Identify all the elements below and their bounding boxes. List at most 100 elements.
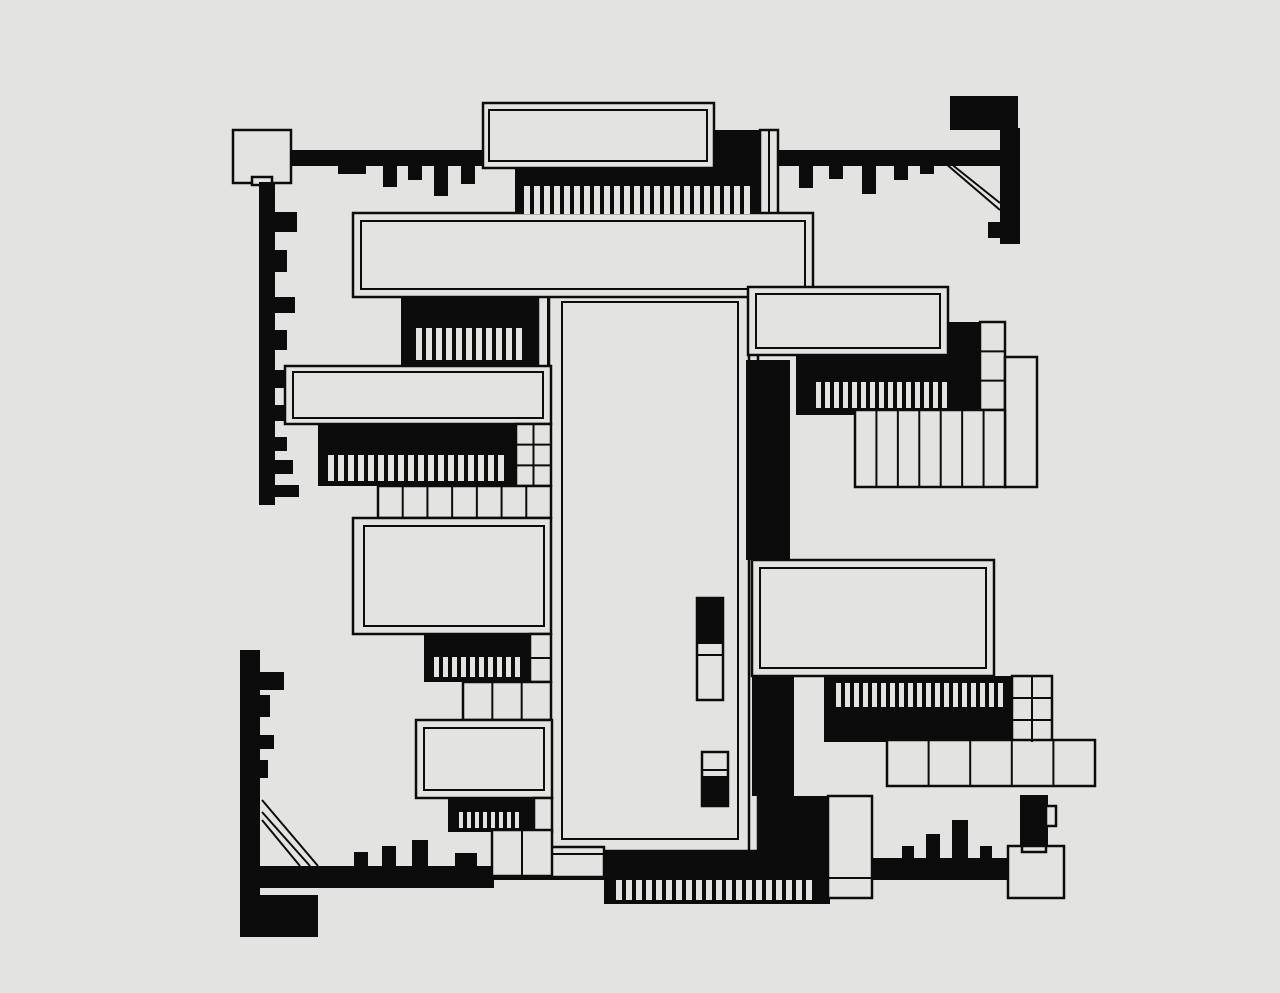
hatch-bar	[716, 880, 722, 900]
hatch-bar	[486, 328, 492, 360]
hatch-bar	[694, 186, 700, 214]
hatch-bar	[825, 382, 830, 408]
hatch-bar	[624, 186, 630, 214]
hatch-bar	[676, 880, 682, 900]
hatch-bar	[456, 328, 462, 360]
bottom-right-base	[872, 795, 1066, 900]
hatch-bar	[942, 382, 947, 408]
hatch-bar	[816, 382, 821, 408]
hatch-bar	[328, 455, 334, 481]
hatch-bar	[776, 880, 782, 900]
hatch-bar	[496, 328, 502, 360]
hatch-bar	[458, 455, 464, 481]
hatch-bar	[989, 683, 994, 707]
hatch-bar	[879, 382, 884, 408]
hatch-bar	[861, 382, 866, 408]
hatch-bar	[594, 186, 600, 214]
hatch-bar	[870, 382, 875, 408]
left-vertical-bar-lower	[240, 650, 319, 937]
hatch-bar	[467, 812, 471, 828]
hatch-bar	[906, 382, 911, 408]
hatch-bar	[446, 328, 452, 360]
hatch-bar	[686, 880, 692, 900]
hatch-bar	[766, 880, 772, 900]
hatch-bar	[971, 683, 976, 707]
hatch-bar	[475, 812, 479, 828]
hatch-bar	[843, 382, 848, 408]
hatch-bar	[448, 455, 454, 481]
hatch-bar	[416, 328, 422, 360]
hatch-bar	[908, 683, 913, 707]
hatch-bar	[388, 455, 394, 481]
hatch-bar	[644, 186, 650, 214]
top-left-bracket	[231, 128, 483, 196]
hatch-bar	[626, 880, 632, 900]
hatch-bar	[488, 455, 494, 481]
hatch-bar	[899, 683, 904, 707]
hatch-bar	[506, 657, 511, 677]
hatch-bar	[734, 186, 740, 214]
hatch-bar	[378, 455, 384, 481]
hatch-bar	[348, 455, 354, 481]
hatch-bar	[408, 455, 414, 481]
hatch-bar	[524, 186, 530, 214]
hatch-bar	[358, 455, 364, 481]
hatch-bar	[796, 880, 802, 900]
hatch-bar	[368, 455, 374, 481]
hatch-bar	[564, 186, 570, 214]
hatch-bar	[499, 812, 503, 828]
hatch-bar	[544, 186, 550, 214]
hatch-bar	[636, 880, 642, 900]
hatch-bar	[890, 683, 895, 707]
hatch-bar	[736, 880, 742, 900]
hatch-bar	[438, 455, 444, 481]
hatch-bar	[614, 186, 620, 214]
hatch-bar	[452, 657, 457, 677]
hatch-bar	[664, 186, 670, 214]
hatch-bar	[604, 186, 610, 214]
hatch-bar	[786, 880, 792, 900]
hatch-bar	[674, 186, 680, 214]
hatch-bar	[656, 880, 662, 900]
hatch-bar	[998, 683, 1003, 707]
hatch-bar	[935, 683, 940, 707]
hatch-bar	[507, 812, 511, 828]
hatch-bar	[845, 683, 850, 707]
hatch-bar	[926, 683, 931, 707]
hatch-bar	[724, 186, 730, 214]
hatch-bar	[714, 186, 720, 214]
hatch-bar	[756, 880, 762, 900]
hatch-bar	[534, 186, 540, 214]
hatch-bar	[478, 455, 484, 481]
hatch-bar	[726, 880, 732, 900]
hatch-bar	[584, 186, 590, 214]
hatch-bar	[863, 683, 868, 707]
hatch-bar	[574, 186, 580, 214]
hatch-bar	[666, 880, 672, 900]
hatch-bar	[944, 683, 949, 707]
hatch-bar	[744, 186, 750, 214]
hatch-bar	[466, 328, 472, 360]
hatch-bar	[459, 812, 463, 828]
hatch-bar	[888, 382, 893, 408]
hatch-bar	[872, 683, 877, 707]
hatch-bar	[338, 455, 344, 481]
hatch-bar	[933, 382, 938, 408]
hatch-bar	[515, 812, 519, 828]
hatch-bar	[852, 382, 857, 408]
hatch-bar	[468, 455, 474, 481]
hatch-bar	[476, 328, 482, 360]
hatch-bar	[634, 186, 640, 214]
hatch-bar	[924, 382, 929, 408]
hatch-bar	[980, 683, 985, 707]
hatch-bar	[506, 328, 512, 360]
hatching-lines	[328, 186, 1003, 900]
hatch-bar	[497, 657, 502, 677]
hatch-bar	[654, 186, 660, 214]
hatch-bar	[554, 186, 560, 214]
hatch-bar	[483, 812, 487, 828]
hatch-bar	[706, 880, 712, 900]
hatch-bar	[443, 657, 448, 677]
top-right-bracket	[778, 96, 1020, 244]
hatch-bar	[398, 455, 404, 481]
